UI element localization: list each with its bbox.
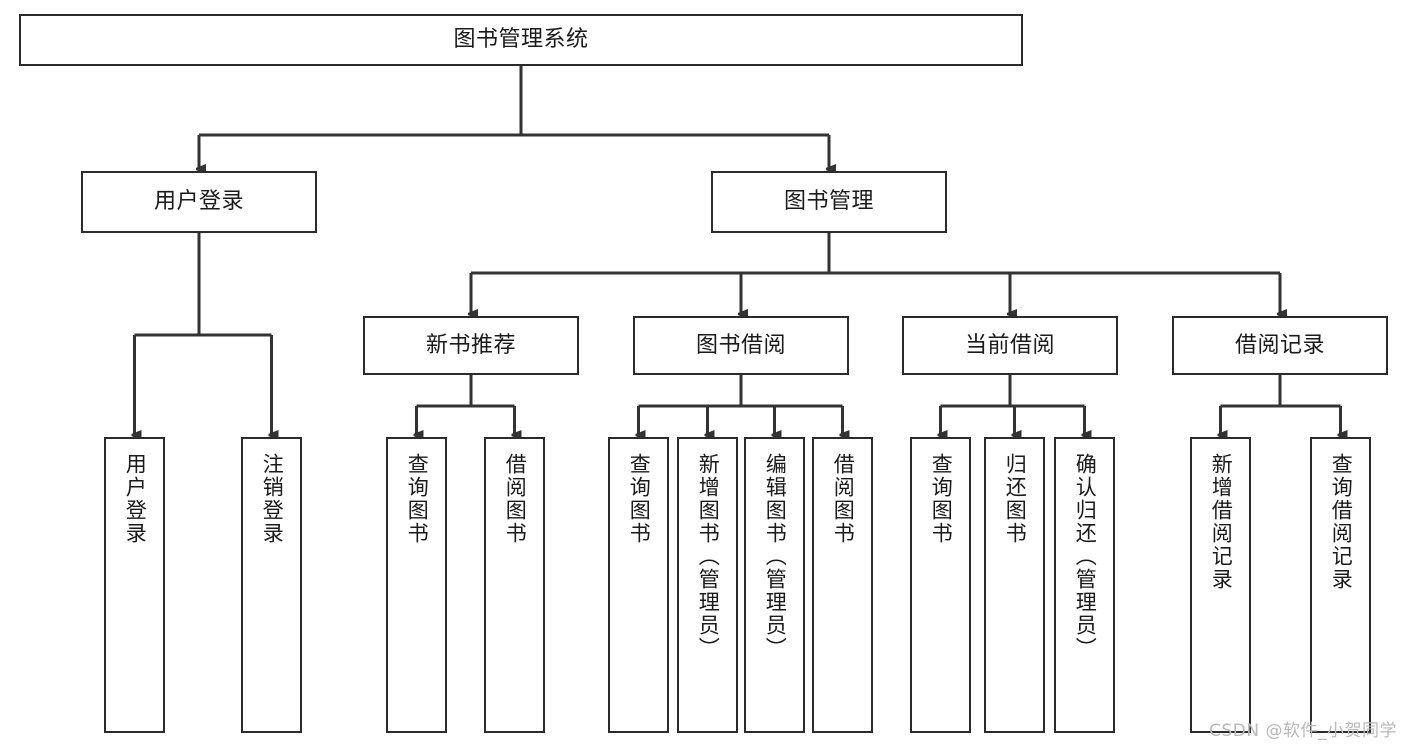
node-label: 借阅图书 [503,453,528,545]
node-label: 新书推荐 [425,332,516,358]
node-label: 用户登录 [123,453,148,545]
node-label: 编辑图书（管理员） [763,453,788,660]
node-book-borrow[interactable]: 图书借阅 [633,316,849,375]
node-leaf-rec-borrow[interactable]: 借阅图书 [484,437,545,733]
node-leaf-brw-borrow[interactable]: 借阅图书 [812,437,873,733]
node-leaf-rec-search[interactable]: 查询借阅记录 [1310,437,1371,733]
node-leaf-brw-query[interactable]: 查询图书 [608,437,669,733]
node-label: 确认归还（管理员） [1073,453,1098,660]
node-label: 归还图书 [1003,453,1028,545]
node-label: 查询图书 [405,453,430,545]
node-leaf-cur-return[interactable]: 归还图书 [984,437,1045,733]
node-current-borrow[interactable]: 当前借阅 [902,316,1118,375]
node-borrow-record[interactable]: 借阅记录 [1172,316,1388,375]
node-label: 新增借阅记录 [1209,453,1234,591]
node-leaf-brw-add[interactable]: 新增图书（管理员） [677,437,738,733]
node-leaf-brw-edit[interactable]: 编辑图书（管理员） [744,437,805,733]
node-label: 借阅图书 [831,453,856,545]
node-new-book-rec[interactable]: 新书推荐 [363,316,579,375]
node-label: 借阅记录 [1234,332,1325,358]
node-book-manage[interactable]: 图书管理 [711,171,947,233]
node-label: 当前借阅 [964,332,1055,358]
node-user-login[interactable]: 用户登录 [81,171,317,233]
node-root[interactable]: 图书管理系统 [19,14,1023,66]
node-label: 注销登录 [260,453,285,545]
node-label: 图书管理 [783,189,874,215]
node-leaf-rec-query[interactable]: 查询图书 [386,437,447,733]
node-leaf-user-logout[interactable]: 注销登录 [241,437,302,733]
node-label: 图书管理系统 [453,27,589,53]
node-leaf-cur-confirm[interactable]: 确认归还（管理员） [1054,437,1115,733]
tree-edges [135,66,1341,435]
node-label: 查询借阅记录 [1329,453,1354,591]
node-leaf-rec-add[interactable]: 新增借阅记录 [1190,437,1251,733]
node-leaf-cur-query[interactable]: 查询图书 [910,437,971,733]
node-label: 用户登录 [153,189,244,215]
node-label: 查询图书 [627,453,652,545]
node-label: 查询图书 [929,453,954,545]
node-label: 图书借阅 [695,332,786,358]
node-label: 新增图书（管理员） [696,453,721,660]
node-leaf-user-login[interactable]: 用户登录 [104,437,165,733]
